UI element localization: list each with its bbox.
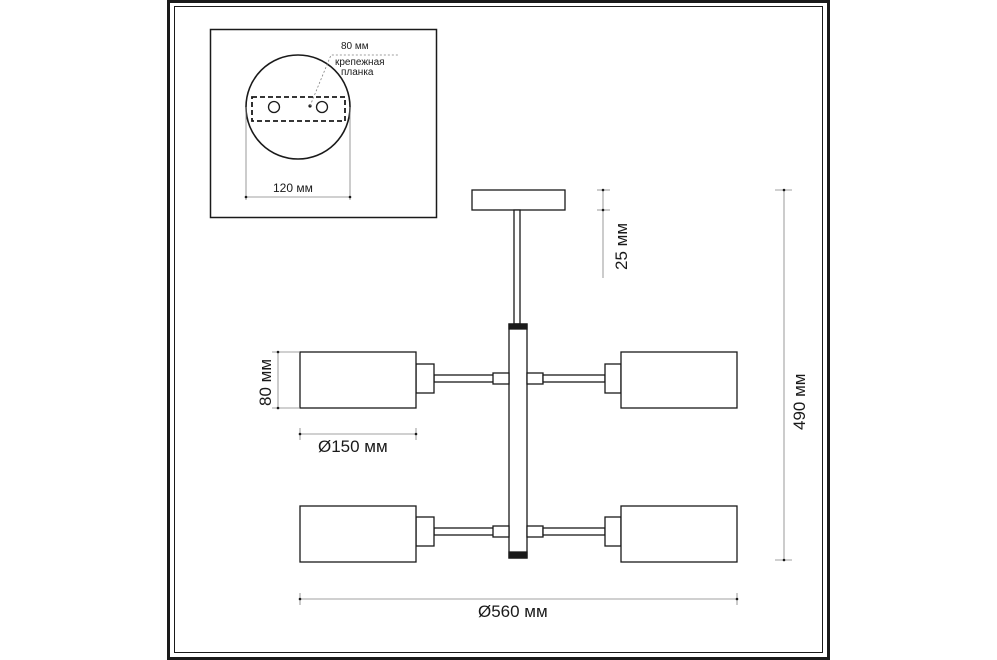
outer-frame bbox=[167, 0, 830, 660]
chandelier-front-view bbox=[299, 189, 738, 563]
canopy bbox=[471, 189, 566, 211]
arm-lower-right bbox=[542, 527, 606, 536]
holder-lower-right bbox=[604, 516, 622, 547]
body-cap-bottom bbox=[508, 551, 528, 559]
canopy-diameter-dimension bbox=[245, 107, 351, 200]
shade-lower-left bbox=[299, 505, 417, 563]
shade-diameter-label: Ø150 мм bbox=[318, 437, 388, 456]
body-cap-top bbox=[508, 323, 528, 330]
joint-lower-left bbox=[492, 525, 510, 538]
arm-upper-left bbox=[433, 374, 495, 383]
mounting-hole-left bbox=[267, 100, 281, 114]
holder-upper-right bbox=[604, 363, 622, 394]
inner-frame bbox=[174, 6, 823, 653]
joint-upper-left bbox=[492, 372, 510, 385]
inset-border bbox=[209, 28, 438, 219]
canopy-height-label: 25 мм bbox=[612, 223, 631, 270]
mounting-bracket-outline bbox=[251, 96, 346, 122]
canopy-circle bbox=[245, 54, 351, 160]
joint-upper-right bbox=[526, 372, 544, 385]
shade-lower-right bbox=[620, 505, 738, 563]
canopy-top-view-inset: 80 мм крепежная планка 120 мм bbox=[209, 28, 438, 219]
total-height-label: 490 мм bbox=[790, 374, 809, 430]
holder-upper-left bbox=[415, 363, 435, 394]
joint-lower-right bbox=[526, 525, 544, 538]
stem bbox=[513, 209, 521, 325]
shade-upper-left bbox=[299, 351, 417, 409]
canopy-diameter-label: 120 мм bbox=[273, 181, 313, 195]
shade-height-label: 80 мм bbox=[256, 359, 275, 406]
bracket-name-line1: крепежная bbox=[335, 57, 385, 68]
mounting-hole-right bbox=[315, 100, 329, 114]
dimension-ticks bbox=[244, 188, 786, 601]
shade-upper-right bbox=[620, 351, 738, 409]
holder-lower-left bbox=[415, 516, 435, 547]
central-body bbox=[508, 323, 528, 559]
arm-upper-right bbox=[542, 374, 606, 383]
total-diameter-label: Ø560 мм bbox=[478, 602, 548, 621]
bracket-name-line2: планка bbox=[341, 67, 374, 78]
bracket-width-label: 80 мм bbox=[341, 41, 369, 52]
arm-lower-left bbox=[433, 527, 495, 536]
